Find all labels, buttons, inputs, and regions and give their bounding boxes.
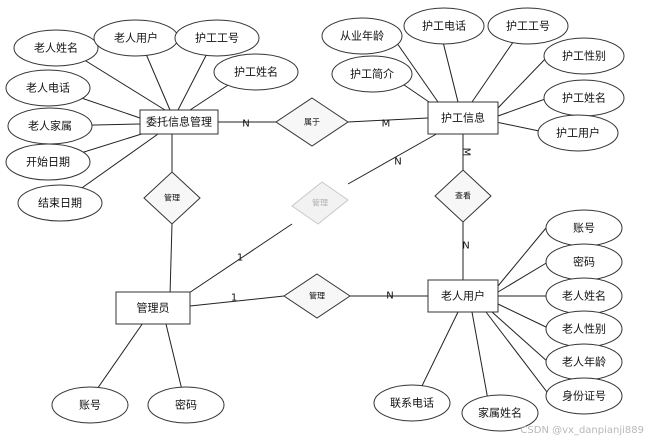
svg-text:护工简介: 护工简介: [350, 67, 394, 81]
relation-chakan-label: 查看: [455, 191, 471, 201]
attr-hugong-phone: 护工电话: [403, 7, 485, 45]
entity-admin[interactable]: 管理员: [115, 291, 191, 325]
entity-hugong[interactable]: 护工信息: [427, 101, 499, 135]
svg-text:老人性别: 老人性别: [562, 322, 606, 336]
attr-weituo-laoren-user: 老人用户: [93, 19, 179, 57]
attr-laoren-gender: 老人性别: [545, 310, 623, 348]
cardinality-chakan-laoren: N: [462, 241, 469, 252]
svg-text:护工工号: 护工工号: [195, 31, 239, 45]
entity-weituo-label: 委托信息管理: [146, 115, 212, 129]
svg-text:护工姓名: 护工姓名: [234, 65, 278, 79]
entity-laoren-label: 老人用户: [441, 289, 485, 303]
relation-guanli-bottom[interactable]: 管理: [283, 273, 351, 319]
svg-text:账号: 账号: [573, 222, 595, 235]
cardinality-weituo-shuyu: N: [242, 119, 249, 130]
cardinality-admin-guanli: 1: [231, 293, 237, 304]
attr-laoren-idcard: 身份证号: [545, 377, 623, 415]
attr-hugong-user: 护工用户: [537, 114, 619, 152]
entity-laoren[interactable]: 老人用户: [427, 279, 499, 313]
svg-text:老人姓名: 老人姓名: [34, 41, 78, 55]
entity-hugong-label: 护工信息: [441, 111, 485, 125]
relation-guanli-diag-label: 管理: [312, 198, 328, 208]
svg-text:老人姓名: 老人姓名: [562, 289, 606, 303]
entity-weituo[interactable]: 委托信息管理: [139, 109, 219, 135]
svg-text:从业年龄: 从业年龄: [340, 29, 384, 43]
relation-guanli-top[interactable]: 管理: [143, 171, 201, 225]
attr-weituo-end-date: 结束日期: [17, 184, 103, 222]
svg-text:密码: 密码: [573, 255, 595, 269]
relation-guanli-diag[interactable]: 管理: [291, 181, 349, 225]
svg-text:护工性别: 护工性别: [562, 49, 606, 63]
relation-shuyu-label: 属于: [304, 118, 320, 127]
attr-admin-password: 密码: [147, 386, 225, 424]
cardinality-hugong-chakan: M: [461, 148, 472, 157]
svg-text:护工电话: 护工电话: [422, 19, 466, 33]
watermark: CSDN @vx_danpianji889: [520, 425, 644, 436]
svg-text:老人电话: 老人电话: [26, 82, 70, 95]
connection-lines: [51, 29, 551, 401]
svg-text:老人用户: 老人用户: [114, 31, 158, 45]
svg-text:家属姓名: 家属姓名: [478, 406, 522, 420]
svg-text:密码: 密码: [175, 398, 197, 412]
cardinality-diag-hugong: N: [394, 157, 401, 168]
attr-laoren-name: 老人姓名: [545, 277, 623, 315]
relation-guanli-bottom-label: 管理: [309, 291, 325, 301]
relation-shuyu[interactable]: 属于: [275, 97, 349, 147]
attr-laoren-password: 密码: [545, 243, 623, 281]
attr-weituo-laoren-phone: 老人电话: [5, 69, 91, 107]
attr-weituo-hugong-name: 护工姓名: [213, 53, 299, 91]
attr-hugong-gender: 护工性别: [543, 37, 625, 75]
attr-laoren-contact-phone: 联系电话: [373, 384, 451, 422]
relation-guanli-top-label: 管理: [164, 193, 180, 203]
svg-text:护工工号: 护工工号: [506, 19, 550, 33]
attr-hugong-years: 从业年龄: [321, 17, 403, 55]
svg-text:护工姓名: 护工姓名: [562, 91, 606, 105]
svg-text:老人家属: 老人家属: [28, 119, 72, 133]
attr-admin-account: 账号: [51, 386, 129, 424]
svg-text:账号: 账号: [79, 399, 101, 412]
attr-weituo-hugong-id: 护工工号: [174, 19, 260, 57]
svg-text:结束日期: 结束日期: [38, 197, 82, 210]
entity-admin-label: 管理员: [137, 301, 170, 315]
attr-laoren-family-name: 家属姓名: [461, 394, 539, 432]
cardinality-admin-diag: 1: [237, 253, 243, 264]
cardinality-guanli-laoren: N: [386, 291, 393, 302]
svg-text:开始日期: 开始日期: [26, 155, 70, 169]
svg-text:身份证号: 身份证号: [562, 389, 606, 403]
svg-text:护工用户: 护工用户: [556, 126, 600, 140]
svg-text:老人年龄: 老人年龄: [562, 355, 606, 369]
attr-laoren-age: 老人年龄: [545, 343, 623, 381]
attr-laoren-account: 账号: [545, 209, 623, 247]
attr-weituo-laoren-family: 老人家属: [7, 107, 93, 145]
cardinality-shuyu-hugong: M: [382, 119, 391, 130]
attr-hugong-id: 护工工号: [487, 7, 569, 45]
attr-hugong-intro: 护工简介: [331, 55, 413, 93]
attr-weituo-start-date: 开始日期: [5, 143, 91, 181]
attr-weituo-laoren-name: 老人姓名: [13, 29, 99, 67]
svg-text:联系电话: 联系电话: [390, 397, 434, 410]
attr-hugong-name: 护工姓名: [543, 79, 625, 117]
relation-chakan[interactable]: 查看: [434, 169, 492, 223]
